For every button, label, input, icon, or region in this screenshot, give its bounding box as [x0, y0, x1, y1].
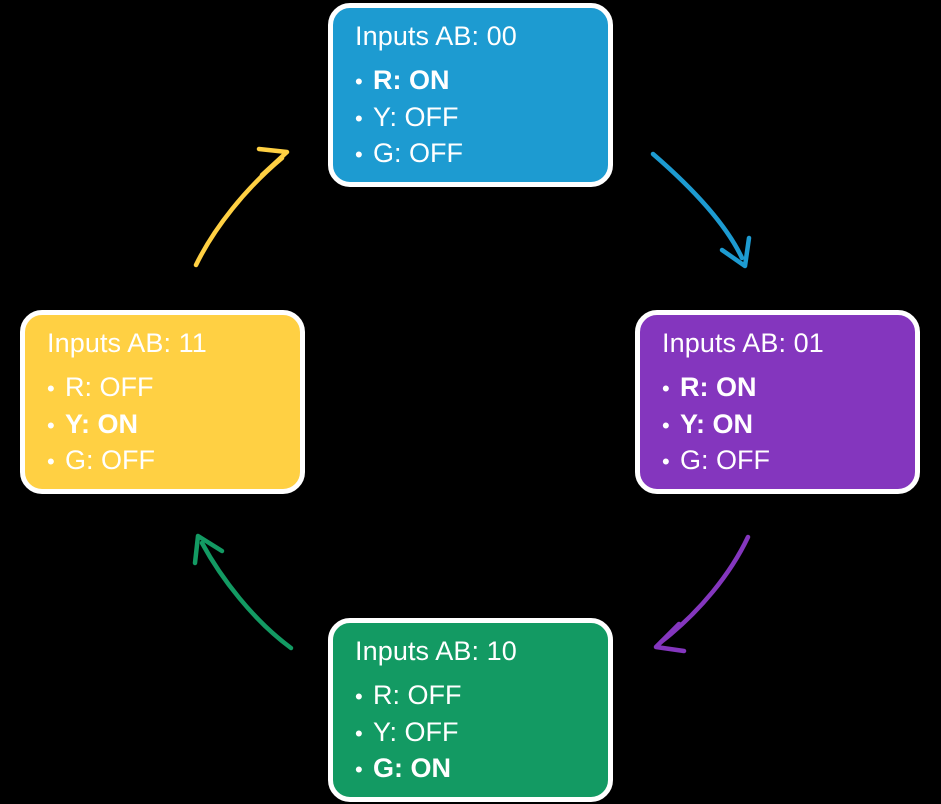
bullet-icon: • [47, 448, 55, 474]
signal-label: G: OFF [373, 137, 463, 168]
signal-label: G: OFF [680, 444, 770, 475]
arrow-10-to-11 [192, 533, 294, 651]
signal-label: R: OFF [65, 372, 154, 403]
signal-label: R: ON [680, 372, 757, 403]
state-node-11-signal-list: • R: OFF • Y: ON • G: OFF [47, 369, 280, 478]
bullet-icon: • [662, 448, 670, 474]
arrow-10-to-11-head [192, 533, 225, 566]
bullet-icon: • [662, 412, 670, 438]
arrow-00-to-01 [650, 151, 752, 269]
signal-label: Y: ON [680, 408, 753, 439]
bullet-icon: • [355, 69, 363, 95]
state-node-00-signal-list: • R: ON • Y: OFF • G: OFF [355, 62, 588, 171]
state-node-10-signal-y: • Y: OFF [355, 714, 588, 750]
bullet-icon: • [355, 105, 363, 131]
state-node-01-signal-g: • G: OFF [662, 442, 895, 478]
signal-label: R: OFF [373, 680, 462, 711]
state-node-11[interactable]: Inputs AB: 11 • R: OFF • Y: ON • G: OFF [20, 310, 305, 494]
bullet-icon: • [355, 684, 363, 710]
arrow-10-to-11-path [199, 540, 294, 651]
signal-label: R: ON [373, 65, 450, 96]
bullet-icon: • [662, 376, 670, 402]
state-node-01-signal-r: • R: ON [662, 369, 895, 405]
state-node-00[interactable]: Inputs AB: 00 • R: ON • Y: OFF • G: OFF [328, 3, 613, 187]
state-node-01[interactable]: Inputs AB: 01 • R: ON • Y: ON • G: OFF [635, 310, 920, 494]
state-node-10[interactable]: Inputs AB: 10 • R: OFF • Y: OFF • G: ON [328, 618, 613, 802]
arrow-00-to-01-path [650, 151, 745, 261]
arrow-00-to-01-head [719, 235, 752, 269]
bullet-icon: • [47, 412, 55, 438]
signal-label: Y: ON [65, 408, 138, 439]
state-node-11-signal-y: • Y: ON [47, 406, 280, 442]
state-node-01-signal-list: • R: ON • Y: ON • G: OFF [662, 369, 895, 478]
state-node-01-signal-y: • Y: ON [662, 406, 895, 442]
state-node-10-title: Inputs AB: 10 [355, 636, 517, 666]
state-node-11-signal-g: • G: OFF [47, 442, 280, 478]
bullet-icon: • [355, 720, 363, 746]
signal-label: G: ON [373, 752, 451, 783]
state-node-01-title: Inputs AB: 01 [662, 328, 824, 358]
state-node-00-signal-r: • R: ON [355, 62, 588, 98]
state-node-00-signal-y: • Y: OFF [355, 99, 588, 135]
bullet-icon: • [355, 756, 363, 782]
arrow-01-to-10-head [653, 621, 687, 654]
arrow-11-to-00-head [256, 146, 290, 178]
arrow-11-to-00-path [193, 155, 285, 268]
bullet-icon: • [355, 141, 363, 167]
state-node-10-signal-g: • G: ON [355, 750, 588, 786]
signal-label: G: OFF [65, 444, 155, 475]
arrow-01-to-10 [653, 534, 751, 654]
state-node-10-signal-list: • R: OFF • Y: OFF • G: ON [355, 677, 588, 786]
arrow-11-to-00 [193, 146, 290, 268]
bullet-icon: • [47, 376, 55, 402]
signal-label: Y: OFF [373, 101, 459, 132]
signal-label: Y: OFF [373, 716, 459, 747]
state-node-11-title: Inputs AB: 11 [47, 328, 207, 358]
state-node-00-signal-g: • G: OFF [355, 135, 588, 171]
state-node-11-signal-r: • R: OFF [47, 369, 280, 405]
state-node-00-title: Inputs AB: 00 [355, 21, 517, 51]
arrow-01-to-10-path [658, 534, 751, 645]
state-node-10-signal-r: • R: OFF [355, 677, 588, 713]
